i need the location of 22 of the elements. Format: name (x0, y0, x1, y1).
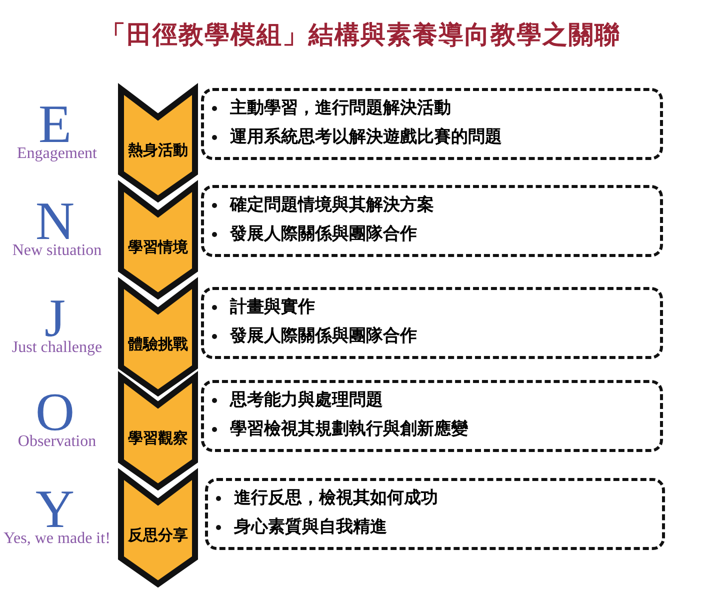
bullet-text: 發展人際關係與團隊合作 (230, 223, 417, 245)
dashed-text-box (201, 185, 663, 257)
bullet-text: 發展人際關係與團隊合作 (230, 325, 417, 347)
dashed-text-box (201, 287, 663, 359)
dashed-text-box (201, 88, 663, 160)
title: 「田徑教學模組」結構與素養導向教學之關聯 (100, 20, 622, 51)
chevron-label: 反思分享 (126, 526, 189, 545)
bullet-text: 計畫與實作 (230, 296, 315, 318)
bullet-text: 確定問題情境與其解決方案 (230, 194, 434, 216)
bullet-text: 進行反思，檢視其如何成功 (234, 487, 438, 509)
keyword-label: New situation (11, 242, 103, 260)
dashed-text-box (205, 478, 665, 550)
chevron-label: 體驗挑戰 (127, 336, 189, 354)
bullet-text: 思考能力與處理問題 (230, 389, 383, 411)
bullet-text: 運用系統思考以解決遊戲比賽的問題 (230, 126, 502, 148)
keyword-label: Observation (16, 433, 98, 451)
dashed-text-box (201, 380, 663, 452)
bullet-text: 學習檢視其規劃執行與創新應變 (230, 418, 468, 440)
bullet-text: 身心素質與自我精進 (234, 516, 387, 538)
bullet-text: 主動學習，進行問題解決活動 (230, 97, 451, 119)
chevron-label: 學習觀察 (127, 429, 189, 448)
chevron-label: 熱身活動 (127, 141, 189, 160)
